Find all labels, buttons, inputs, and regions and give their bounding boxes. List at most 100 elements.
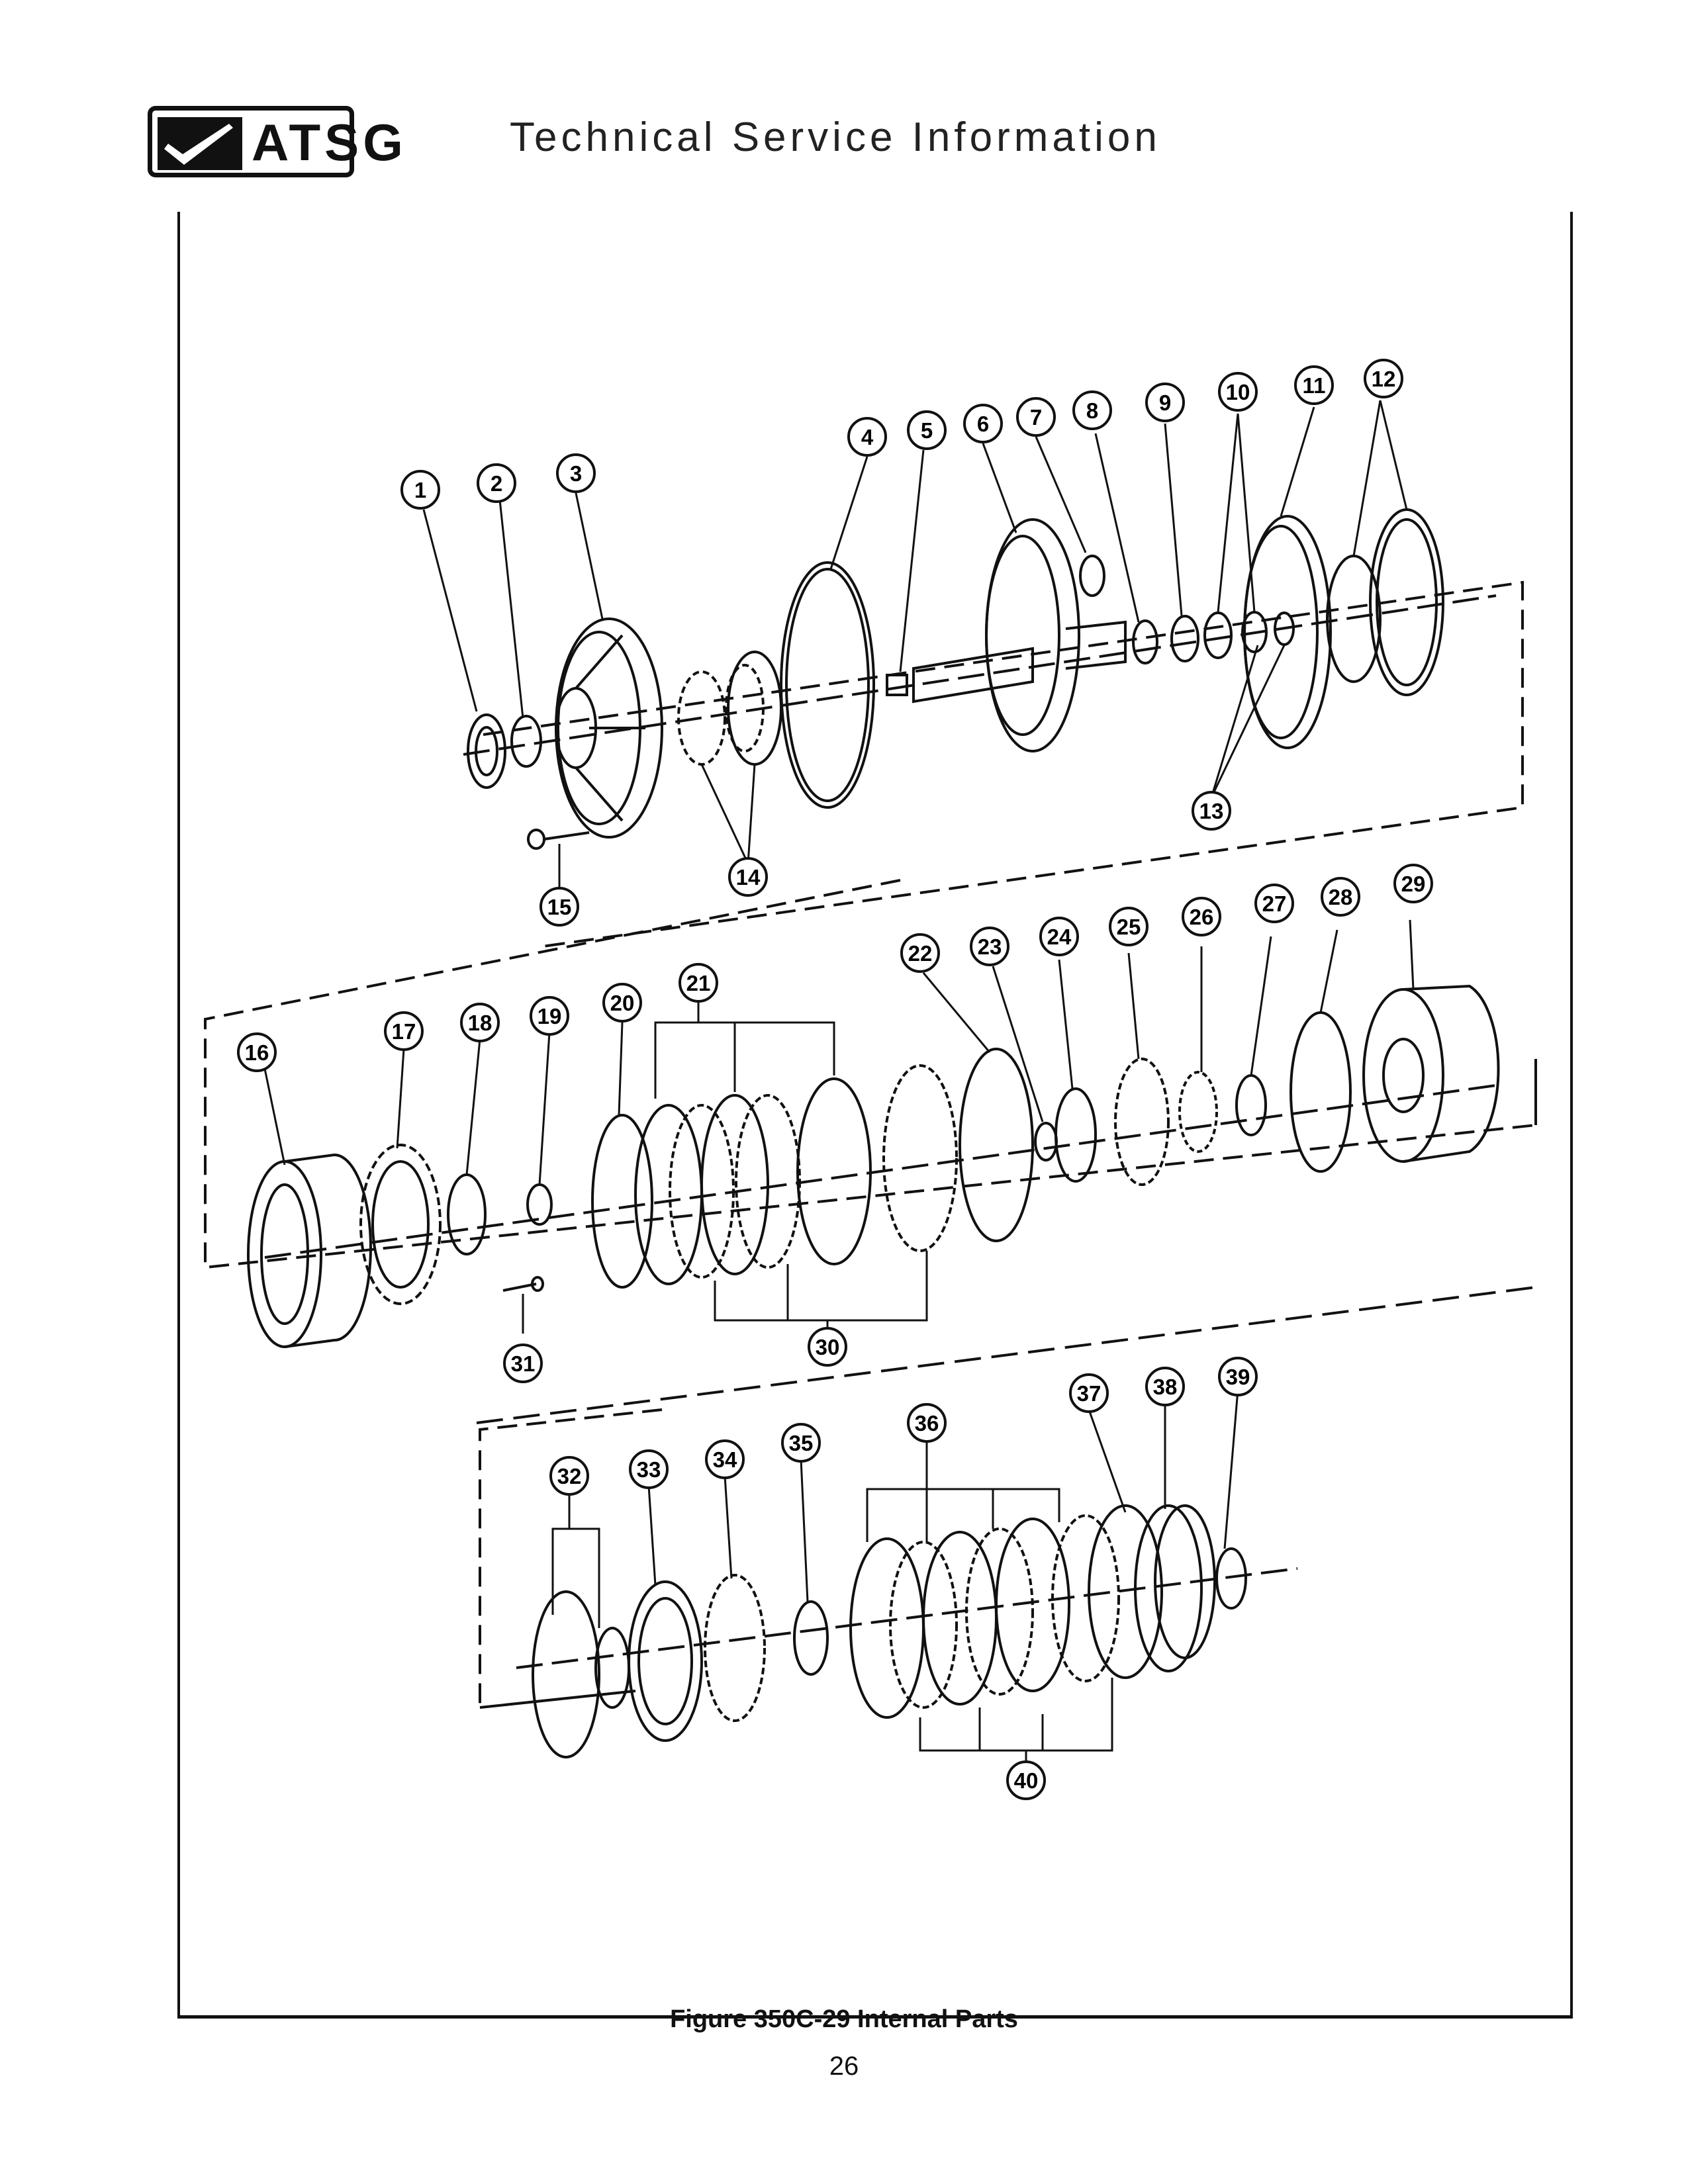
callout-circle bbox=[539, 887, 579, 927]
callout-label: 7 bbox=[1030, 405, 1042, 430]
callout-label: 24 bbox=[1047, 925, 1072, 949]
callout-11: 11 bbox=[1294, 365, 1334, 405]
callout-label: 27 bbox=[1262, 891, 1287, 916]
part-32-ring-outer bbox=[532, 1590, 600, 1758]
callout-40: 40 bbox=[1006, 1760, 1046, 1800]
callout-label: 26 bbox=[1190, 905, 1214, 929]
part-6-pump-cover bbox=[912, 518, 1127, 752]
part-1-seal bbox=[467, 713, 506, 789]
callout-8: 8 bbox=[1072, 390, 1112, 430]
checkmark-icon bbox=[158, 117, 242, 170]
callout-label: 5 bbox=[921, 418, 933, 443]
logo-text: ATSG bbox=[252, 113, 407, 171]
callout-label: 30 bbox=[816, 1335, 840, 1359]
callout-label: 32 bbox=[557, 1464, 582, 1488]
atsg-logo: ATSG bbox=[148, 106, 403, 177]
callout-circle bbox=[1218, 1357, 1258, 1396]
part-39-retainer bbox=[1215, 1547, 1247, 1610]
row1-outline bbox=[483, 580, 1524, 948]
row3-axis bbox=[516, 1567, 1298, 1669]
callout-circle bbox=[1072, 390, 1112, 430]
callout-circle bbox=[970, 927, 1009, 966]
callout-circle bbox=[907, 1403, 947, 1443]
callout-circle bbox=[384, 1011, 424, 1051]
callout-label: 22 bbox=[908, 941, 933, 966]
callout-label: 4 bbox=[861, 425, 874, 449]
callout-circle bbox=[1109, 907, 1149, 946]
part-3-pump-body bbox=[555, 617, 663, 839]
part-21-30-clutch-plates bbox=[634, 1064, 958, 1285]
callout-circle bbox=[1016, 397, 1056, 437]
callout-18: 18 bbox=[460, 1003, 500, 1042]
part-16-drum-side bbox=[284, 1153, 372, 1348]
callout-6: 6 bbox=[963, 404, 1003, 443]
part-2-bushing bbox=[510, 715, 542, 768]
callout-29: 29 bbox=[1393, 864, 1433, 903]
part-1-seal-inner bbox=[475, 726, 498, 776]
callout-circle bbox=[1006, 1760, 1046, 1800]
callout-circle bbox=[1294, 365, 1334, 405]
callout-label: 16 bbox=[245, 1040, 269, 1065]
callout-label: 28 bbox=[1329, 885, 1353, 909]
callout-13: 13 bbox=[1192, 791, 1231, 831]
callout-label: 9 bbox=[1159, 390, 1171, 415]
callout-circle bbox=[847, 417, 887, 457]
part-29-drum bbox=[1362, 984, 1500, 1163]
callout-label: 35 bbox=[789, 1431, 814, 1455]
part-38-backing-plate bbox=[1154, 1504, 1216, 1659]
callout-circle bbox=[679, 963, 718, 1003]
row2-axis bbox=[264, 1084, 1497, 1259]
callout-circle bbox=[602, 983, 642, 1023]
callout-circle bbox=[1182, 897, 1221, 936]
callout-circle bbox=[530, 996, 569, 1036]
callout-3: 3 bbox=[556, 453, 596, 493]
callout-label: 33 bbox=[637, 1457, 661, 1482]
part-11-gasket-inner bbox=[1243, 525, 1319, 739]
part-15-bolt bbox=[527, 829, 590, 850]
row3-bottom-line bbox=[479, 1690, 636, 1709]
row2-bottom-line bbox=[476, 1286, 1536, 1424]
part-37-plate bbox=[1134, 1504, 1203, 1672]
callout-circle bbox=[503, 1343, 543, 1383]
header-title: Technical Service Information bbox=[510, 114, 1161, 160]
part-32-ring-inner bbox=[594, 1627, 630, 1709]
callout-label: 34 bbox=[713, 1447, 737, 1472]
callout-circle bbox=[907, 410, 947, 450]
callout-label: 23 bbox=[978, 934, 1002, 959]
leader-lines bbox=[263, 400, 1415, 1764]
callout-circle bbox=[1393, 864, 1433, 903]
callout-30: 30 bbox=[808, 1327, 847, 1367]
callout-circle bbox=[477, 463, 516, 503]
part-12-ring-large-inner bbox=[1376, 518, 1438, 686]
callout-14: 14 bbox=[728, 857, 768, 897]
callout-26: 26 bbox=[1182, 897, 1221, 936]
callout-circle bbox=[1218, 372, 1258, 412]
row2-outline bbox=[204, 879, 1536, 1269]
callout-circle bbox=[1192, 791, 1231, 831]
part-26-bearing bbox=[1178, 1071, 1218, 1153]
part-23-ring bbox=[1034, 1122, 1058, 1161]
callout-label: 21 bbox=[686, 971, 711, 995]
callout-circle bbox=[1254, 884, 1294, 923]
callout-35: 35 bbox=[781, 1423, 821, 1463]
callout-label: 8 bbox=[1086, 398, 1098, 423]
part-22-plate bbox=[959, 1048, 1034, 1242]
part-4-seal-ring-inner bbox=[785, 568, 870, 802]
callout-25: 25 bbox=[1109, 907, 1149, 946]
callout-circle bbox=[1145, 1367, 1185, 1406]
callout-label: 11 bbox=[1303, 373, 1326, 398]
part-33-cylinder bbox=[628, 1580, 703, 1742]
callout-circle bbox=[963, 404, 1003, 443]
callout-circle bbox=[460, 1003, 500, 1042]
callout-15: 15 bbox=[539, 887, 579, 927]
part-17-sprag bbox=[359, 1144, 442, 1305]
part-27-washer bbox=[1235, 1074, 1267, 1136]
callout-label: 19 bbox=[538, 1004, 562, 1028]
callout-1: 1 bbox=[400, 470, 440, 510]
callout-circle bbox=[629, 1449, 669, 1489]
page-number: 26 bbox=[829, 2052, 859, 2081]
callout-label: 18 bbox=[468, 1011, 492, 1035]
callout-label: 15 bbox=[547, 895, 572, 919]
